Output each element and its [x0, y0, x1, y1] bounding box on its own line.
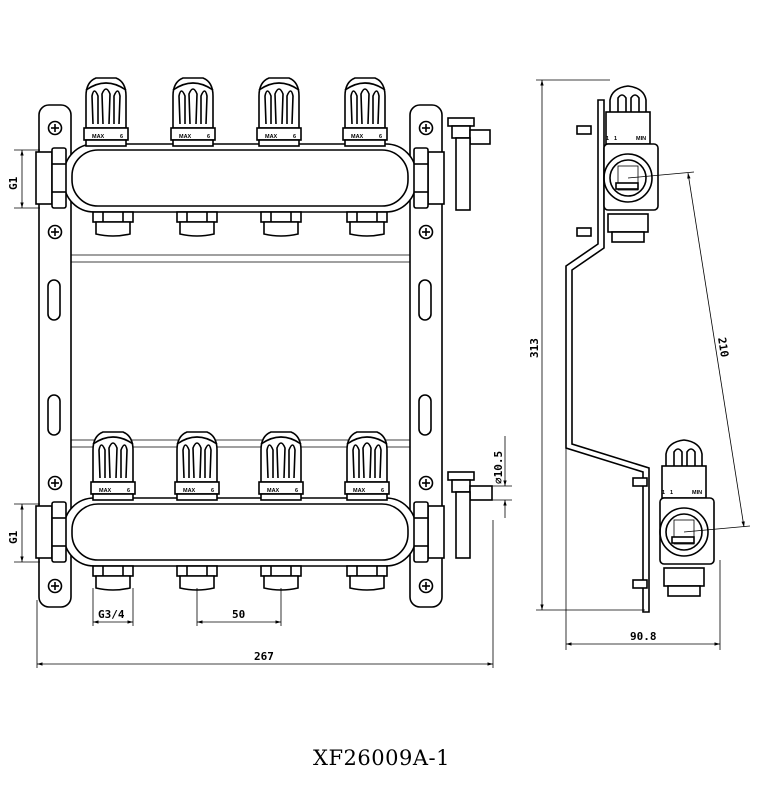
top-knob-labels: MAX 6 MAX 6 MAX 6 MAX 6 [92, 134, 382, 140]
svg-text:6: 6 [293, 134, 296, 140]
svg-text:313: 313 [528, 338, 541, 358]
dim-total-width: 267 [36, 520, 494, 668]
svg-text:6: 6 [381, 488, 384, 494]
svg-text:6: 6 [379, 134, 382, 140]
top-manifold-bar [35, 77, 491, 237]
dim-outlet-spacing: 50 [196, 588, 282, 626]
right-bracket [409, 104, 443, 608]
svg-text:MAX: MAX [92, 134, 105, 140]
svg-text:MIN: MIN [636, 136, 646, 142]
dim-bracket-depth: 90.8 [565, 448, 721, 650]
dim-thread-outlet: G3/4 [92, 588, 134, 626]
svg-text:6: 6 [207, 134, 210, 140]
svg-text:267: 267 [254, 650, 274, 663]
left-bracket [38, 104, 72, 608]
svg-text:50: 50 [232, 608, 245, 621]
svg-text:G1: G1 [7, 530, 20, 544]
dim-thread-inlet-top: G1 [7, 149, 40, 209]
dim-bar-spacing: 210 [627, 171, 751, 533]
svg-text:MAX: MAX [179, 134, 192, 140]
svg-text:MAX: MAX [183, 488, 196, 494]
svg-text:1: 1 [614, 136, 617, 142]
svg-text:G1: G1 [7, 176, 20, 190]
svg-text:6: 6 [127, 488, 130, 494]
svg-text:G3/4: G3/4 [98, 608, 125, 621]
svg-text:MAX: MAX [351, 134, 364, 140]
front-view: MAX 6 MAX 6 MAX 6 MAX 6 MAX 6 MAX 6 MAX … [7, 77, 512, 668]
svg-text:∅10.5: ∅10.5 [492, 451, 505, 484]
svg-text:210: 210 [715, 336, 731, 358]
svg-text:1: 1 [670, 490, 673, 496]
side-view: 1 1 MIN 1 1 MIN 313 90.8 210 [528, 79, 751, 650]
svg-text:90.8: 90.8 [630, 630, 657, 643]
svg-text:6: 6 [295, 488, 298, 494]
svg-text:MAX: MAX [353, 488, 366, 494]
bottom-manifold-bar [35, 431, 493, 591]
svg-text:1: 1 [606, 136, 609, 142]
svg-text:1: 1 [662, 490, 665, 496]
svg-text:MIN: MIN [692, 490, 702, 496]
bottom-knob-labels: MAX 6 MAX 6 MAX 6 MAX 6 [99, 488, 384, 494]
dim-total-height: 313 [528, 79, 645, 611]
svg-text:MAX: MAX [99, 488, 112, 494]
svg-text:6: 6 [120, 134, 123, 140]
dim-thread-inlet-bottom: G1 [7, 503, 40, 563]
drawing-code: XF26009A-1 [313, 746, 450, 770]
svg-text:6: 6 [211, 488, 214, 494]
dim-valve-diameter: ∅10.5 [492, 436, 512, 518]
svg-text:MAX: MAX [267, 488, 280, 494]
side-bracket [565, 99, 650, 613]
svg-text:MAX: MAX [265, 134, 278, 140]
